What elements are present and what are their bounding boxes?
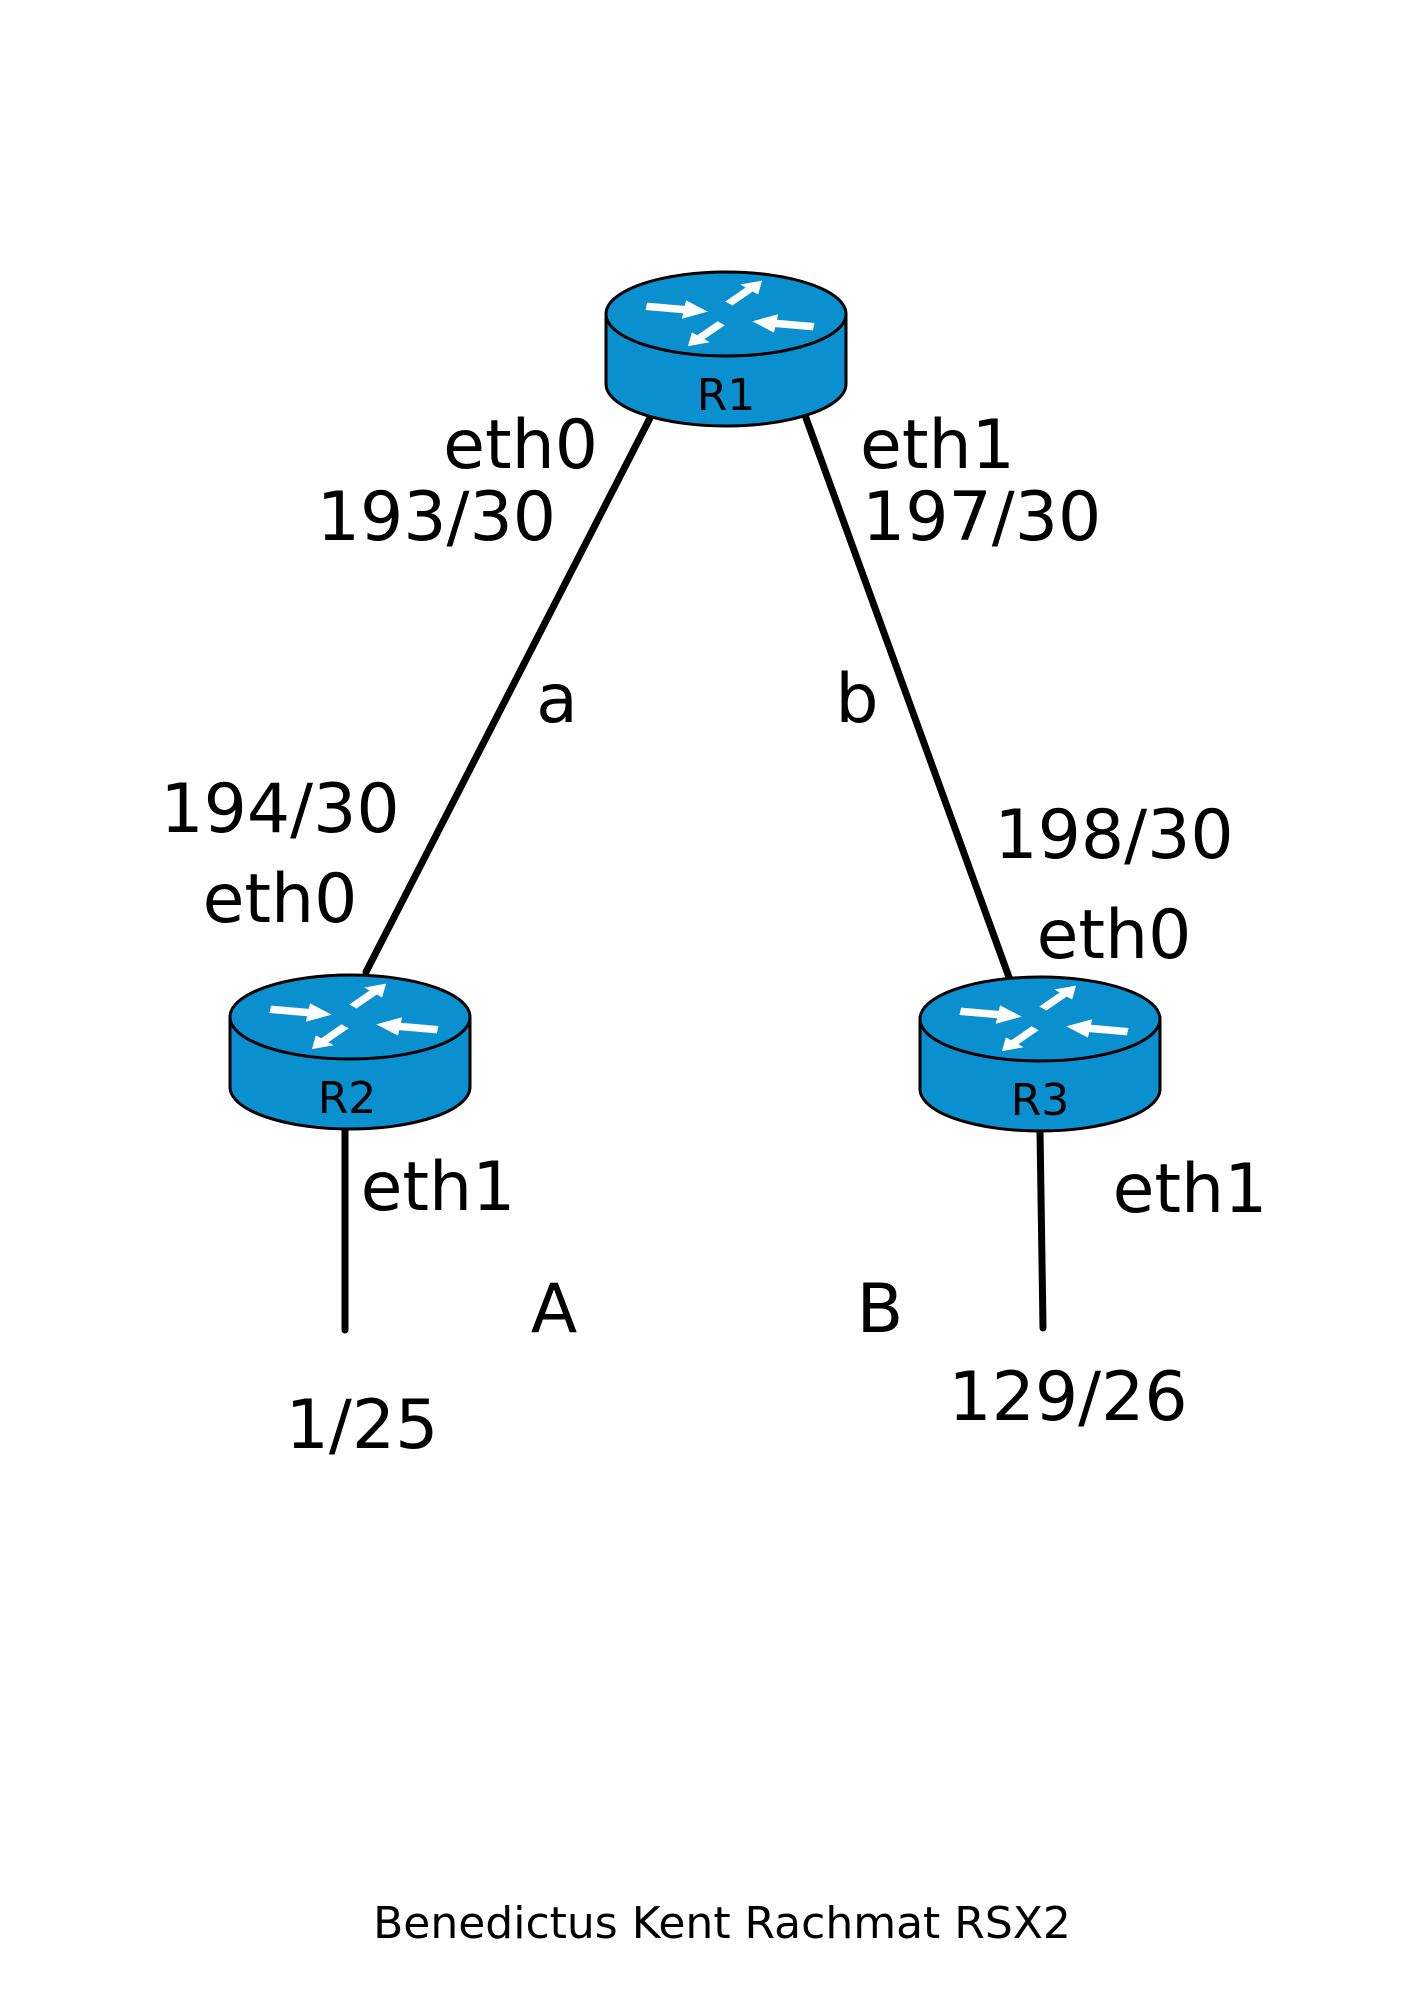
r3-eth0-address: 198/30 <box>994 796 1233 875</box>
lan-b-line <box>1036 1126 1047 1332</box>
r3-eth1-label: eth1 <box>1113 1150 1268 1229</box>
author-credit: Benedictus Kent Rachmat RSX2 <box>373 1898 1071 1949</box>
r1-eth1-address: 197/30 <box>862 478 1101 557</box>
r2-eth1-label: eth1 <box>361 1148 516 1227</box>
router-r2-label: R2 <box>318 1073 377 1124</box>
r1-eth1-label: eth1 <box>860 406 1015 485</box>
r1-eth0-label: eth0 <box>443 406 598 485</box>
router-r1-label: R1 <box>697 370 756 421</box>
r2-eth0-label: eth0 <box>203 860 358 939</box>
link-a-label: a <box>536 660 578 739</box>
link-a-line <box>362 414 654 976</box>
r1-eth0-address: 193/30 <box>317 478 556 557</box>
r3-eth0-label: eth0 <box>1037 896 1192 975</box>
lan-a-label: A <box>531 1270 578 1349</box>
router-r3-label: R3 <box>1011 1075 1070 1126</box>
lan-b-label: B <box>857 1270 904 1349</box>
lan-b-address: 129/26 <box>948 1358 1187 1437</box>
link-b-line <box>802 414 1014 984</box>
r2-eth0-address: 194/30 <box>160 770 399 849</box>
router-r3[interactable]: R3 <box>920 977 1160 1131</box>
router-r1[interactable]: R1 <box>606 272 846 426</box>
router-r2[interactable]: R2 <box>230 975 470 1129</box>
lan-a-address: 1/25 <box>286 1386 439 1465</box>
link-b-label: b <box>835 660 878 739</box>
